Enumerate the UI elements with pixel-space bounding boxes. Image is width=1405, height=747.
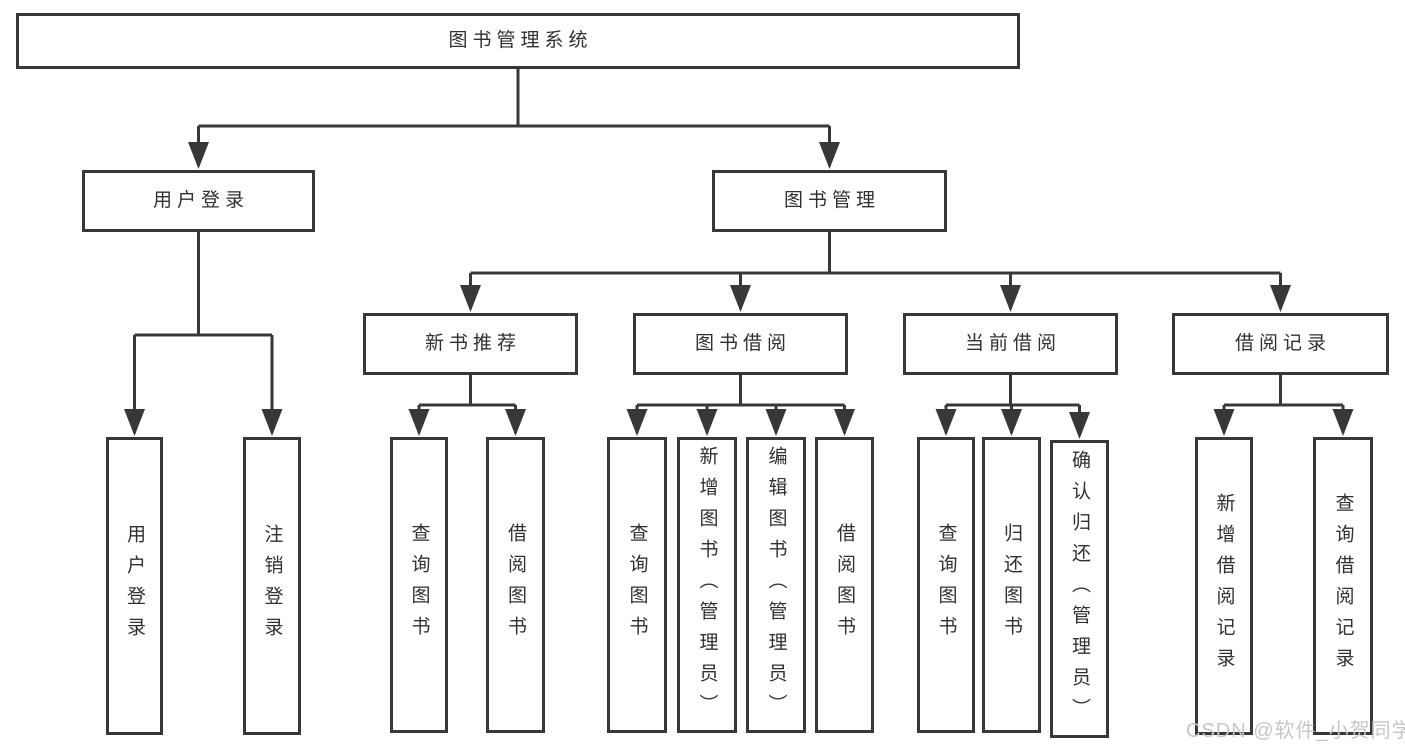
node-user-login: 用户登录 <box>82 170 315 232</box>
node-borrow-records: 借阅记录 <box>1172 313 1389 375</box>
node-label: 用户登录 <box>152 190 249 212</box>
node-label: 图书管理系统 <box>448 30 593 52</box>
csdn-watermark: CSDN @软件_小贺同学 <box>1186 720 1405 742</box>
node-new-book-recommend: 新书推荐 <box>363 313 578 375</box>
node-label: 新书推荐 <box>424 333 521 355</box>
node-label: 注销登录 <box>261 524 283 648</box>
connector <box>637 375 845 407</box>
node-label: 图书借阅 <box>694 333 791 355</box>
node-label: 确认归还（管理员） <box>1069 449 1090 729</box>
node-book-management: 图书管理 <box>712 170 947 232</box>
node-label: 用户登录 <box>124 524 145 648</box>
connector <box>419 375 516 407</box>
node-label: 查询图书 <box>935 523 957 647</box>
node-root-system: 图书管理系统 <box>16 13 1020 69</box>
node-label: 借阅图书 <box>834 523 855 647</box>
node-label: 查询借阅记录 <box>1332 493 1354 679</box>
node-label: 借阅记录 <box>1234 333 1331 355</box>
node-label: 新增借阅记录 <box>1213 493 1235 679</box>
connector <box>1224 375 1343 407</box>
connector <box>470 232 1281 275</box>
node-label: 新增图书（管理员） <box>696 445 718 725</box>
leaf-return-books: 归还图书 <box>982 437 1041 733</box>
leaf-confirm-return-admin: 确认归还（管理员） <box>1050 440 1109 738</box>
connector <box>946 375 1080 407</box>
connector <box>198 69 830 128</box>
node-label: 查询图书 <box>626 523 648 647</box>
node-label: 查询图书 <box>408 523 430 647</box>
leaf-query-borrow-record: 查询借阅记录 <box>1313 437 1373 735</box>
node-current-borrow: 当前借阅 <box>903 313 1118 375</box>
node-book-borrow: 图书借阅 <box>633 313 848 375</box>
leaf-borrow-books: 借阅图书 <box>815 437 874 733</box>
node-label: 借阅图书 <box>505 523 526 647</box>
node-label: 编辑图书（管理员） <box>765 445 787 725</box>
leaf-query-books-borrow: 查询图书 <box>607 437 667 733</box>
node-label: 归还图书 <box>1001 523 1022 647</box>
leaf-edit-book-admin: 编辑图书（管理员） <box>746 437 806 733</box>
leaf-add-borrow-record: 新增借阅记录 <box>1195 437 1253 735</box>
node-label: 图书管理 <box>783 190 880 212</box>
leaf-user-login: 用户登录 <box>106 437 163 735</box>
leaf-query-books-current: 查询图书 <box>917 437 975 733</box>
leaf-logout: 注销登录 <box>243 437 301 735</box>
leaf-add-book-admin: 新增图书（管理员） <box>677 437 737 733</box>
leaf-query-books-recommend: 查询图书 <box>390 437 448 733</box>
node-label: 当前借阅 <box>964 333 1061 355</box>
leaf-borrow-books-recommend: 借阅图书 <box>486 437 545 733</box>
connector <box>134 232 272 337</box>
